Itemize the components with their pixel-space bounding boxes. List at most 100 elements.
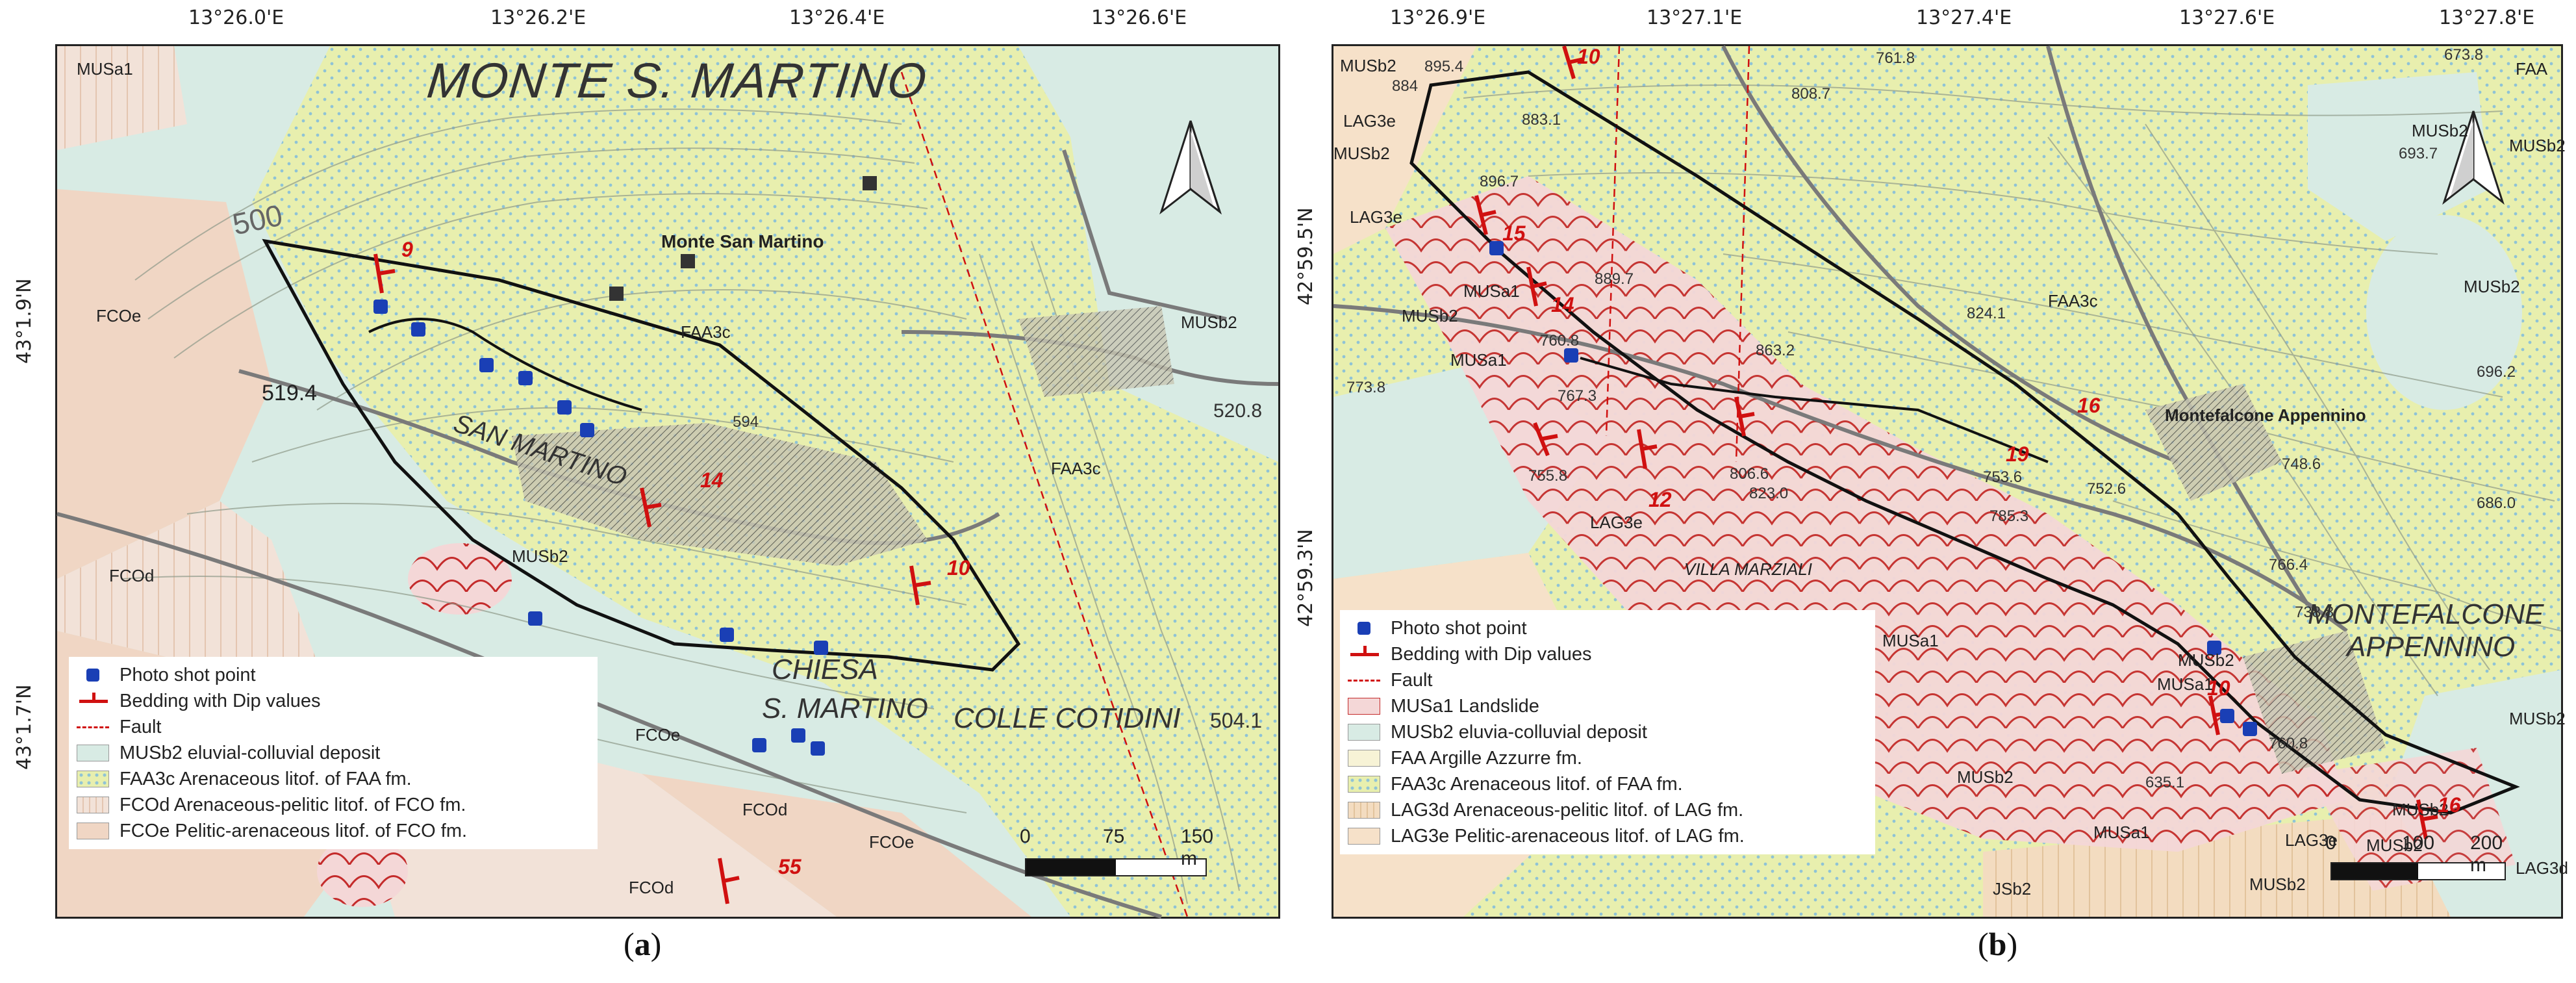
elevation-label: 760.8 xyxy=(1540,332,1580,350)
elevation-label: 693.7 xyxy=(2399,145,2438,162)
elevation-label: 594 xyxy=(733,413,759,431)
elevation-label: 519.4 xyxy=(262,381,318,405)
panel-a: 13°26.0'E 13°26.2'E 13°26.4'E 13°26.6'E … xyxy=(0,0,1280,983)
dip-value: 10 xyxy=(2207,676,2230,700)
colle-cotidini-label: COLLE COTIDINI xyxy=(953,702,1181,734)
dip-value: 19 xyxy=(2006,442,2029,466)
elevation-label: 884 xyxy=(1392,77,1419,95)
top-tick: 13°26.2'E xyxy=(490,6,587,29)
legend-item-lag3e: LAG3e Pelitic-arenaceous litof. of LAG f… xyxy=(1348,823,1867,849)
unit-label: MUSb2 xyxy=(2412,121,2468,140)
s-martino-label: S. MARTINO xyxy=(762,693,928,724)
elevation-label: 889.7 xyxy=(1595,270,1634,288)
legend-b: Photo shot point Bedding with Dip values… xyxy=(1340,610,1875,854)
legend-item-dip: Bedding with Dip values xyxy=(77,688,590,714)
unit-label: LAG3e xyxy=(1350,207,1402,227)
elevation-label: 767.3 xyxy=(1558,387,1597,405)
map-b: MONTEFALCONE APPENNINO Montefalcone Appe… xyxy=(1332,44,2568,919)
unit-label: MUSb2 xyxy=(2392,800,2449,819)
scale-mid: 100 xyxy=(2402,832,2435,854)
dip-value: 12 xyxy=(1648,488,1672,511)
legend-item-fault: Fault xyxy=(77,714,590,740)
scale-zero: 0 xyxy=(2325,832,2336,854)
elevation-label: 752.6 xyxy=(2087,480,2127,498)
elevation-label: 863.2 xyxy=(1756,342,1795,359)
unit-label: MUSa1 xyxy=(77,59,133,79)
unit-label: MUSb2 xyxy=(2366,836,2423,855)
dip-value: 16 xyxy=(2077,394,2101,417)
map-title-monte-s-martino: MONTE S. MARTINO xyxy=(424,53,930,109)
caption-b: (b) xyxy=(1978,926,2018,962)
elevation-label: 785.3 xyxy=(1989,507,2029,525)
unit-label: MUSb2 xyxy=(1340,56,1396,75)
legend-item-photo: Photo shot point xyxy=(77,662,590,688)
scale-bar: 0 75 150 m xyxy=(1020,826,1213,876)
unit-label: LAG3d xyxy=(2516,858,2568,878)
elevation-label: 760.8 xyxy=(2269,735,2308,752)
elevation-label: 808.7 xyxy=(1791,85,1831,103)
legend-item-faa3c: FAA3c Arenaceous litof. of FAA fm. xyxy=(1348,771,1867,797)
chiesa-label: CHIESA xyxy=(772,654,878,685)
top-tick: 13°26.9'E xyxy=(1390,6,1486,29)
left-tick: 42°59.5'N xyxy=(1294,207,1317,305)
unit-label: JSb2 xyxy=(1993,879,2032,899)
legend-item-faa: FAA Argille Azzurre fm. xyxy=(1348,745,1867,771)
elevation-label: 753.6 xyxy=(1983,468,2023,486)
top-tick: 13°26.6'E xyxy=(1091,6,1187,29)
unit-label: FCOd xyxy=(742,800,788,819)
legend-item-musb2: MUSb2 eluvia-colluvial deposit xyxy=(1348,719,1867,745)
map-b-geology xyxy=(1333,45,2562,917)
elevation-label: 824.1 xyxy=(1967,305,2006,322)
unit-label: FAA xyxy=(2516,59,2548,79)
dip-value: 55 xyxy=(778,855,802,878)
camera-icon xyxy=(1357,622,1370,635)
legend-item-faa3c: FAA3c Arenaceous litof. of FAA fm. xyxy=(77,766,590,792)
elevation-label: 755.8 xyxy=(1528,467,1568,485)
unit-label: MUSb2 xyxy=(512,546,568,566)
unit-label: MUSa1 xyxy=(1463,281,1520,301)
dip-value: 16 xyxy=(2438,793,2461,817)
villa-marziali-label: VILLA MARZIALI xyxy=(1684,559,1812,579)
unit-label: MUSb2 xyxy=(1181,313,1237,332)
unit-label: LAG3e xyxy=(1590,513,1643,532)
unit-label: FCOe xyxy=(869,832,915,852)
top-tick: 13°27.6'E xyxy=(2179,6,2275,29)
unit-label: MUSb2 xyxy=(2464,277,2520,296)
elevation-label: 895.4 xyxy=(1424,58,1464,75)
unit-label: FCOd xyxy=(629,878,674,897)
dip-value: 10 xyxy=(1577,45,1600,68)
dip-value: 10 xyxy=(947,556,970,580)
elevation-label: 883.1 xyxy=(1522,111,1561,129)
unit-label: MUSb2 xyxy=(2509,709,2566,728)
unit-label: MUSa1 xyxy=(2157,674,2214,694)
elevation-label: 823.0 xyxy=(1749,485,1789,502)
unit-label: MUSa1 xyxy=(1882,631,1939,650)
top-tick: 13°26.4'E xyxy=(789,6,885,29)
elevation-label: 696.2 xyxy=(2477,363,2516,381)
legend-item-fcoe: FCOe Pelitic-arenaceous litof. of FCO fm… xyxy=(77,818,590,844)
unit-label: MUSb2 xyxy=(2249,874,2306,894)
map-title-appennino: APPENNINO xyxy=(2347,631,2516,663)
scale-bar: 0 100 200 m xyxy=(2325,832,2506,880)
elevation-label: 806.6 xyxy=(1730,465,1769,483)
legend-a: Photo shot point Bedding with Dip values… xyxy=(69,657,598,849)
legend-item-fcod: FCOd Arenaceous-pelitic litof. of FCO fm… xyxy=(77,792,590,818)
elevation-label: 520.8 xyxy=(1213,400,1263,422)
dip-value: 14 xyxy=(700,468,724,492)
elevation-label: 766.4 xyxy=(2269,556,2308,574)
top-tick: 13°27.1'E xyxy=(1647,6,1743,29)
unit-label: FAA3c xyxy=(681,322,731,342)
elevation-label: 504.1 xyxy=(1210,709,1263,732)
scale-end: 200 m xyxy=(2470,832,2503,876)
left-tick: 43°1.7'N xyxy=(13,684,36,770)
scale-mid: 75 xyxy=(1103,826,1125,847)
left-tick: 42°59.3'N xyxy=(1294,529,1317,627)
dip-value: 14 xyxy=(1551,293,1574,316)
unit-label: MUSb2 xyxy=(1333,144,1390,163)
caption-a: (a) xyxy=(624,926,662,962)
dip-value: 15 xyxy=(1502,222,1526,245)
top-tick: 13°27.8'E xyxy=(2439,6,2535,29)
legend-item-fault: Fault xyxy=(1348,667,1867,693)
legend-item-lag3d: LAG3d Arenaceous-pelitic litof. of LAG f… xyxy=(1348,797,1867,823)
map-a: MONTE S. MARTINO Monte San Martino SAN M… xyxy=(55,44,1280,919)
